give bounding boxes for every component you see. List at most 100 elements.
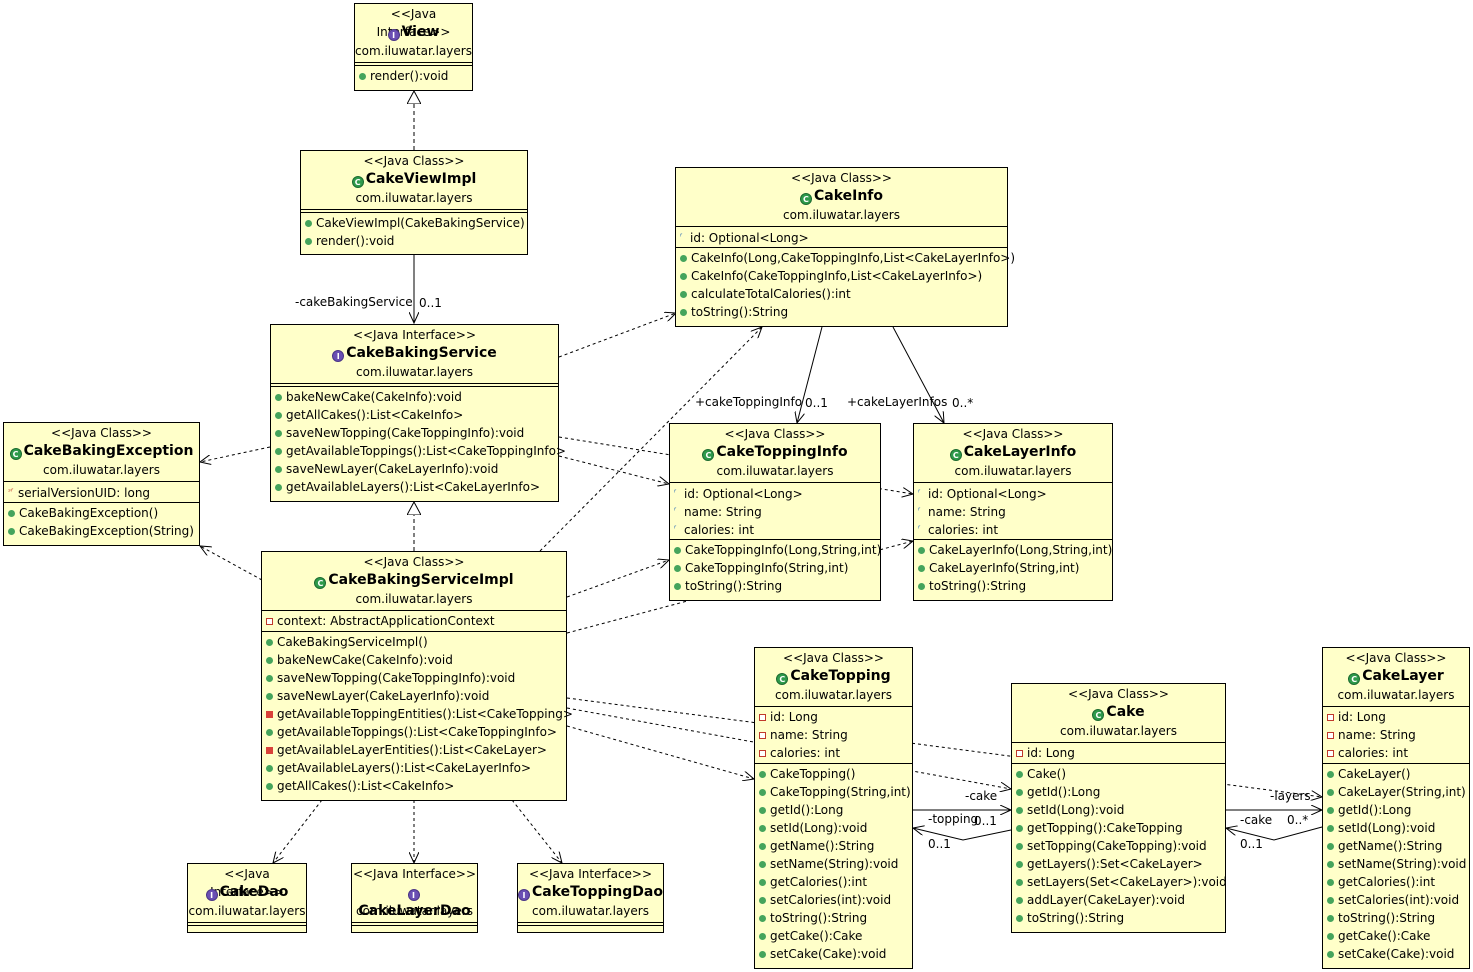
member-text: CakeLayer() [1338,767,1411,781]
role-label: -cake [965,789,998,803]
member-text: id: Long [770,710,818,724]
member-text: setCalories(int):void [1338,893,1460,907]
stereotype: <<Java Class>> [783,651,884,665]
public-method-icon [759,861,766,868]
class-name: ICakeLayerDao [358,889,471,919]
stereotype: <<Java Interface>> [210,867,284,899]
public-method-icon [759,933,766,940]
static-final-field-icon: ˢᶠ [8,487,14,496]
public-method-icon [1016,879,1023,886]
member-text: setCake(Cake):void [1338,947,1455,961]
constructor-icon [266,639,273,646]
dep-impl-cakedao [273,799,323,863]
stereotype: <<Java Class>> [1345,651,1447,665]
operation-row: CakeLayerInfo(Long,String,int) [914,541,1112,559]
operations-compartment: Cake() getId():Long setId(Long):void getTop… [1012,763,1227,928]
public-method-icon [266,675,273,682]
member-text: getLayers():Set<CakeLayer> [1027,857,1203,871]
public-method-icon [1016,843,1023,850]
operation-row: saveNewTopping(CakeToppingInfo):void [271,424,558,442]
operations-compartment: render():void [355,65,472,86]
interface-icon: I [205,889,218,901]
constructor-icon [759,771,766,778]
dep-impl-toppinginfo [566,560,669,598]
multiplicity-label: 0..* [952,396,974,410]
operations-compartment: CakeInfo(Long,CakeToppingInfo,List<CakeL… [676,247,1015,322]
member-text: setCake(Cake):void [770,947,887,961]
class-icon: C [799,193,812,205]
operation-row: setId(Long):void [1012,801,1225,819]
constructor-icon [1327,771,1334,778]
private-field-icon [266,618,273,625]
public-method-icon [918,583,925,590]
attributes-compartment: id: Long [1012,742,1225,763]
member-text: id: Optional<Long> [690,231,809,245]
member-text: getAvailableToppingEntities():List<CakeT… [277,707,573,721]
package-name: com.iluwatar.layers [355,191,473,205]
public-method-icon [275,412,282,419]
operation-row: CakeTopping(String,int) [755,783,912,801]
constructor-icon [305,220,312,227]
member-text: saveNewTopping(CakeToppingInfo):void [286,426,525,440]
final-field-icon: ᶠ [674,524,677,533]
attribute-row: id: Long [1323,708,1469,726]
class-icon: C [1092,709,1105,721]
public-method-icon [680,291,687,298]
constructor-icon [759,789,766,796]
attributes-compartment [355,62,472,65]
operation-row: render():void [355,67,472,85]
member-text: render():void [316,234,395,248]
constructor-icon [1327,789,1334,796]
operation-row: getAllCakes():List<CakeInfo> [262,777,566,795]
dep-impl-caketoppingdao [511,799,562,863]
interface-cakelayerdao[interactable]: <<Java Interface>> ICakeLayerDao com.ilu… [351,863,478,933]
package-name: com.iluwatar.layers [532,904,649,918]
interface-icon: I [332,350,345,362]
operations-compartment [352,925,477,928]
public-method-icon [275,448,282,455]
operation-row: getName():String [1323,837,1469,855]
member-text: id: Optional<Long> [928,487,1047,501]
public-method-icon [759,915,766,922]
operations-compartment: CakeBakingServiceImpl()bakeNewCake(CakeI… [262,631,573,796]
member-text: saveNewLayer(CakeLayerInfo):void [277,689,490,703]
operations-compartment [188,925,306,928]
operation-row: getCalories():int [755,873,912,891]
operation-row: setCalories(int):void [1323,891,1469,909]
attributes-compartment [301,209,527,212]
public-method-icon [266,657,273,664]
member-text: getId():Long [1027,785,1101,799]
member-text: getTopping():CakeTopping [1027,821,1183,835]
dep-service-exception [200,446,271,462]
operation-row: getAvailableToppingEntities():List<CakeT… [262,705,573,723]
operation-row: getAvailableLayers():List<CakeLayerInfo> [271,478,558,496]
member-text: getAvailableToppings():List<CakeToppingI… [277,725,557,739]
member-text: CakeBakingException(String) [19,524,194,538]
operation-row: bakeNewCake(CakeInfo):void [262,651,566,669]
member-text: Cake() [1027,767,1066,781]
public-method-icon [1016,915,1023,922]
dep-service-cakeinfo [558,313,676,358]
public-method-icon [275,430,282,437]
